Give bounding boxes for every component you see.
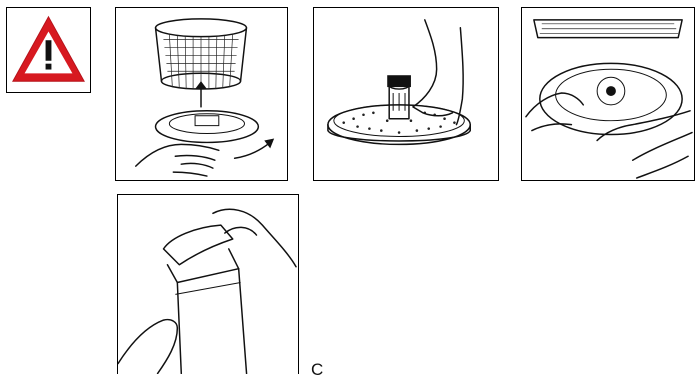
water-tank-illustration bbox=[117, 194, 299, 374]
basket-removal-illustration bbox=[115, 7, 288, 181]
filter-assembly-illustration bbox=[521, 7, 695, 181]
filter-disc-illustration bbox=[313, 7, 499, 181]
exclamation-triangle-icon bbox=[7, 8, 90, 92]
warning-sign bbox=[6, 7, 91, 93]
stray-character: C bbox=[311, 361, 323, 378]
